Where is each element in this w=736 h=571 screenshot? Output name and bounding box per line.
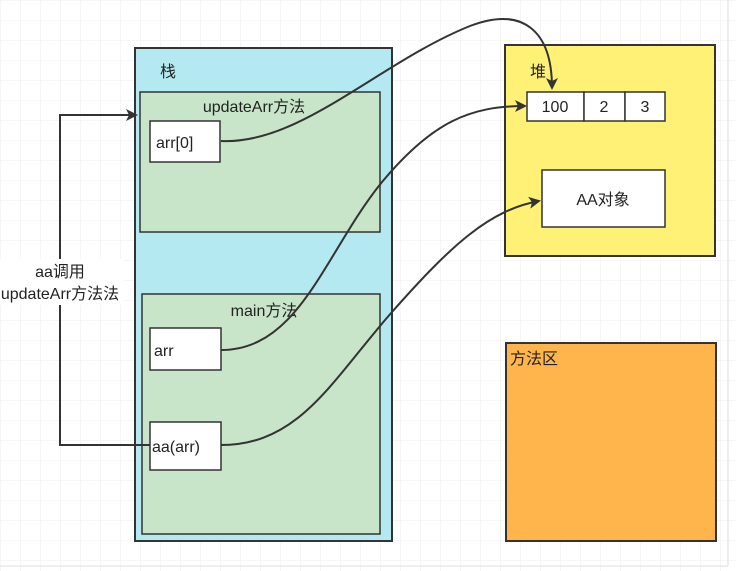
var-arr-label: arr xyxy=(154,343,174,360)
array-cell-2-value: 3 xyxy=(641,99,650,116)
update-arr-frame-label: updateArr方法 xyxy=(203,98,305,116)
ref-arr-to-array xyxy=(220,100,527,351)
ref-arr0-to-array-element xyxy=(220,18,558,143)
call-edge-label-bg xyxy=(0,259,124,305)
call-edge-label-line2: updateArr方法法 xyxy=(1,285,119,303)
call-edge-label-line1: aa调用 xyxy=(35,263,85,281)
var-aa-call-label: aa(arr) xyxy=(152,439,200,456)
heap-label: 堆 xyxy=(530,63,546,81)
array-cell-1-value: 2 xyxy=(600,99,609,116)
stack-label: 栈 xyxy=(160,63,176,81)
method-area-region: 方法区 xyxy=(505,342,717,542)
var-arr0-label: arr[0] xyxy=(156,135,193,152)
update-arr-frame: updateArr方法 arr[0] xyxy=(139,91,381,233)
method-area-box xyxy=(505,342,717,542)
main-frame: main方法 arr aa(arr) xyxy=(141,293,381,535)
heap-array: 100 2 3 xyxy=(526,91,666,122)
stack-region: 栈 updateArr方法 arr[0] main方法 arr aa(arr) xyxy=(134,47,393,542)
var-arr-box xyxy=(149,327,222,371)
ref-aa-to-object xyxy=(220,196,541,446)
array-cell-0-value: 100 xyxy=(542,99,569,116)
main-frame-label: main方法 xyxy=(231,302,298,320)
var-arr0-box xyxy=(149,120,221,163)
array-cell-2 xyxy=(624,91,666,122)
method-area-label: 方法区 xyxy=(510,350,558,368)
aa-object-box xyxy=(541,169,666,228)
aa-object-label: AA对象 xyxy=(576,191,629,209)
heap-region: 堆 100 2 3 AA对象 xyxy=(504,44,716,257)
call-edge: aa调用 updateArr方法法 xyxy=(0,109,150,446)
